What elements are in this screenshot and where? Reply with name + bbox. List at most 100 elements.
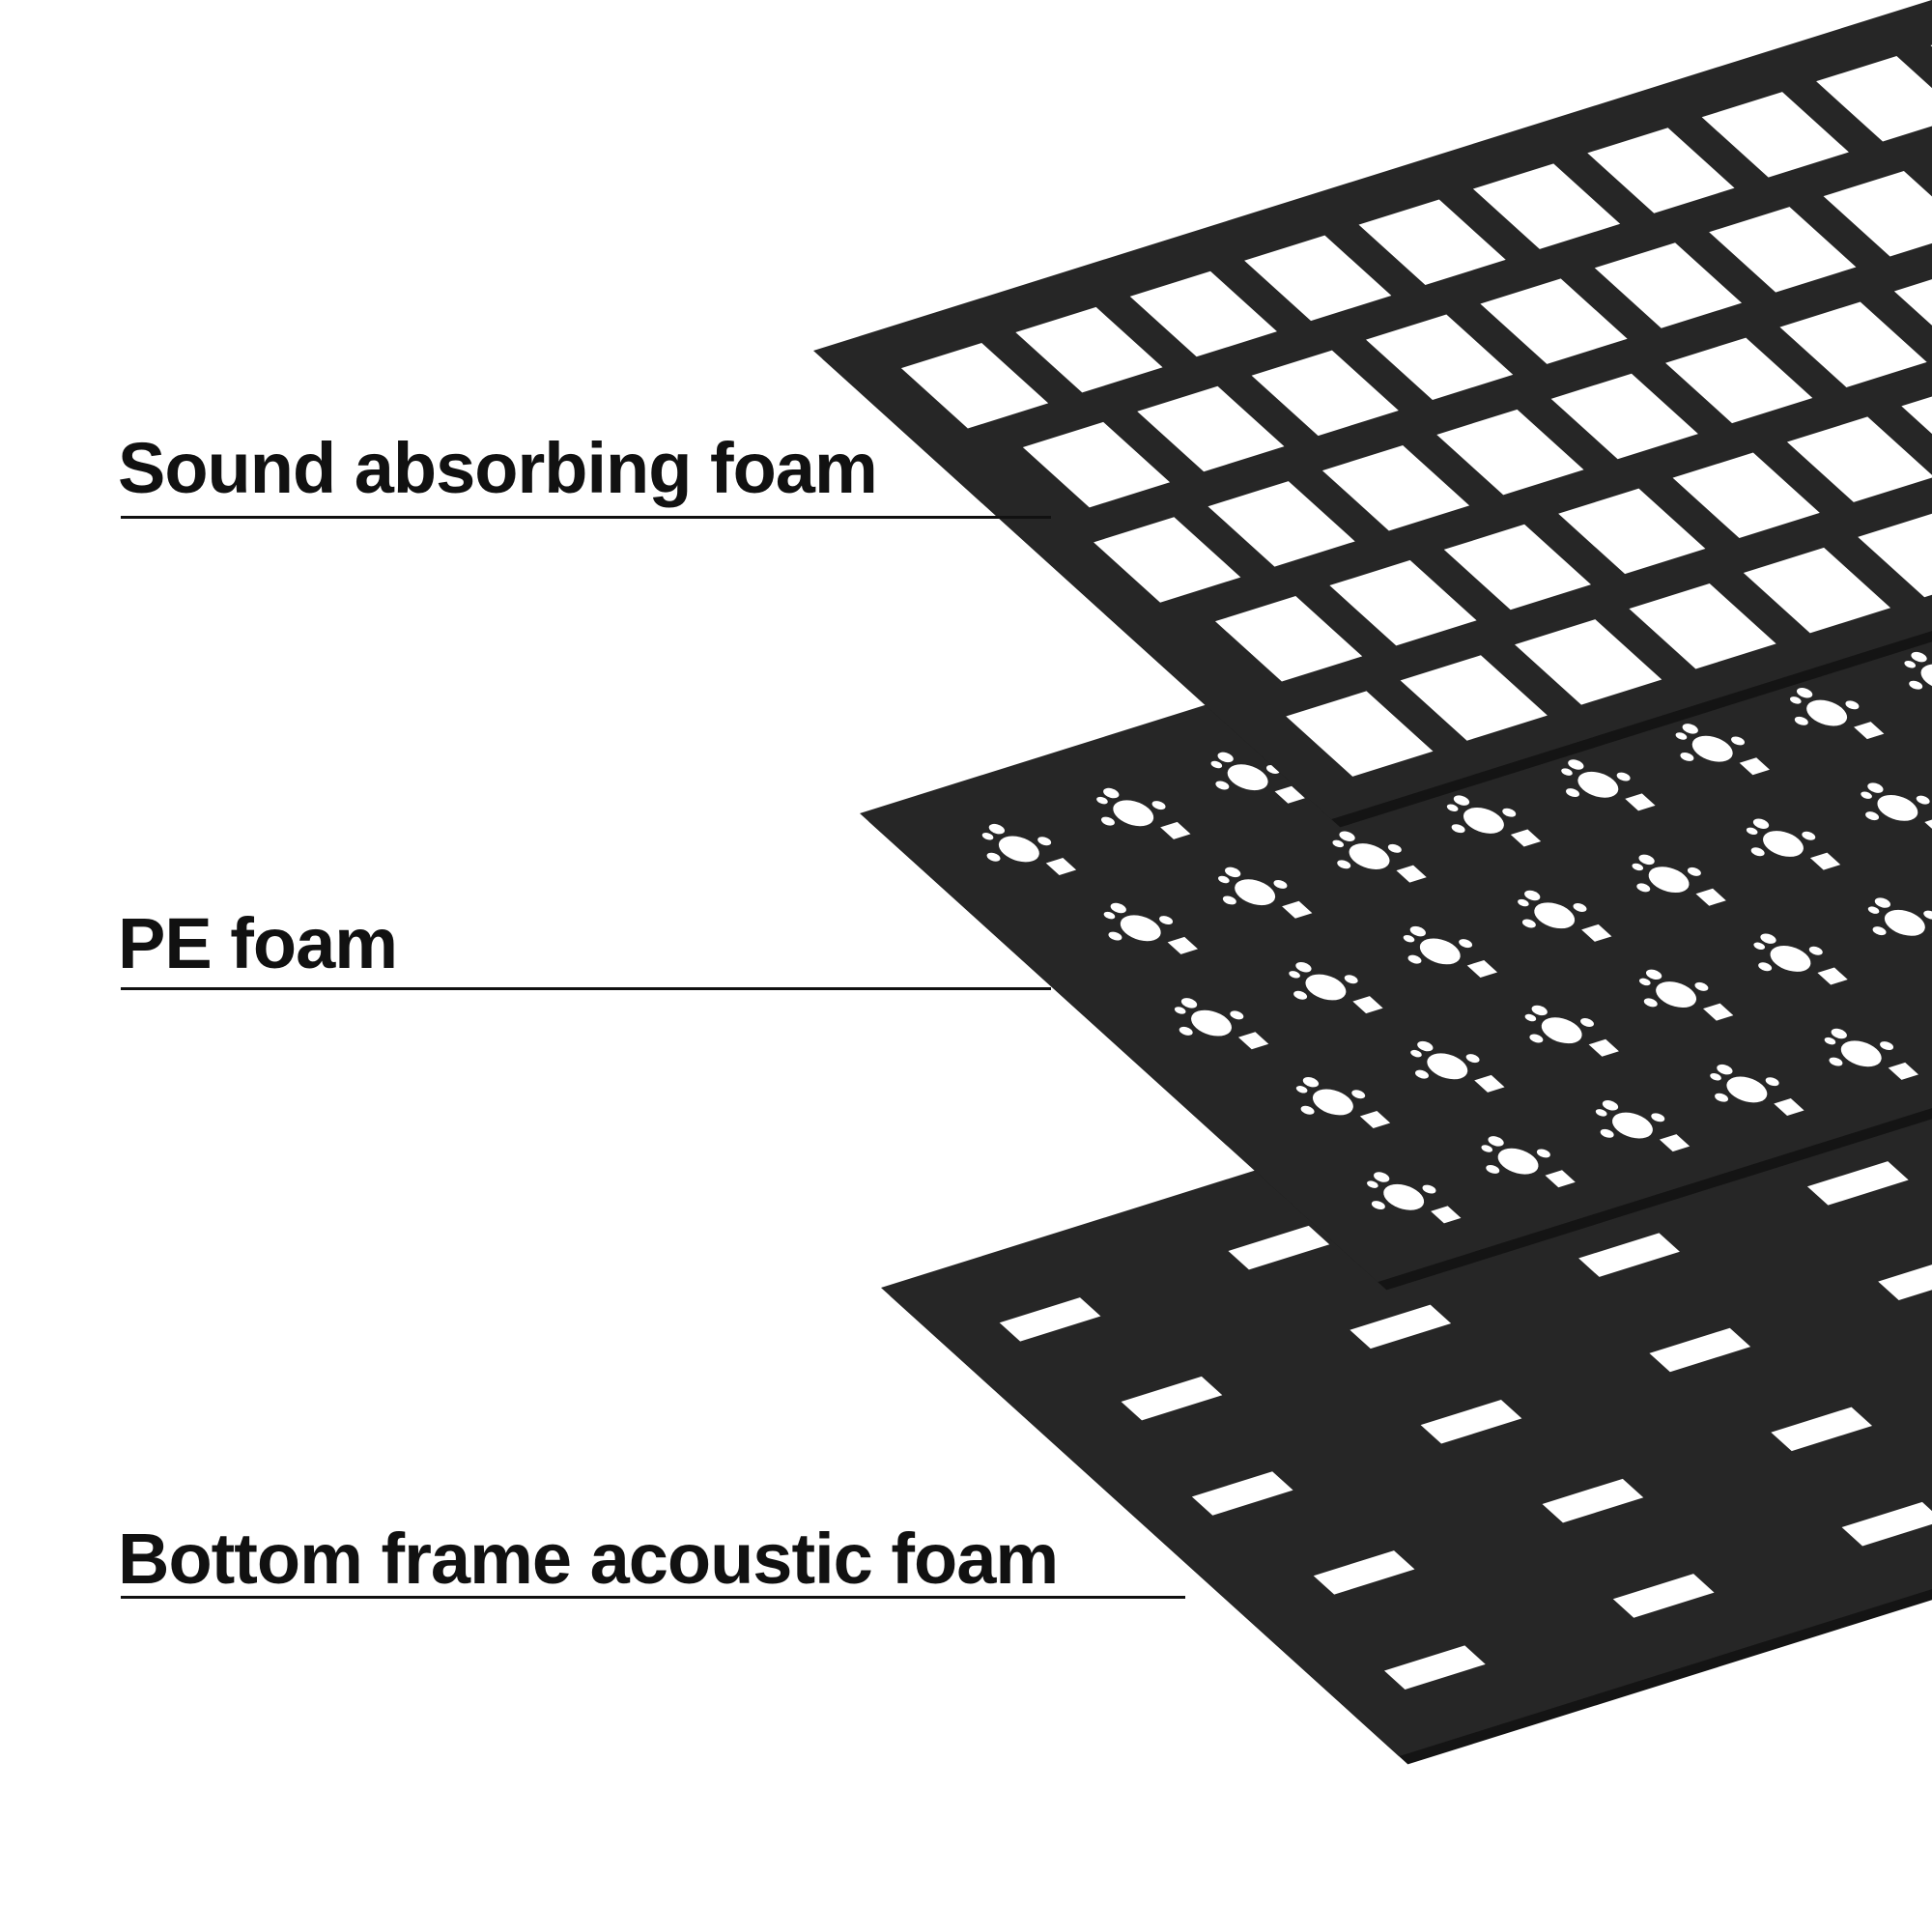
switch-cutout: [1286, 691, 1434, 777]
switch-cutout: [1137, 385, 1285, 472]
frame-cutout: [999, 1297, 1101, 1342]
pcb-hole: [1427, 1053, 1468, 1080]
pcb-slot: [1474, 1074, 1505, 1093]
pcb-hole: [1453, 795, 1470, 806]
pcb-hole: [1179, 1026, 1193, 1036]
pcb-hole: [1218, 875, 1230, 884]
pcb-hole: [1215, 781, 1230, 790]
pcb-hole: [1600, 1128, 1614, 1138]
pcb-hole: [1789, 696, 1802, 704]
pcb-hole: [1524, 890, 1541, 901]
plate-surface: [813, 0, 1932, 820]
pcb-hole: [1710, 1073, 1721, 1081]
pcb-hole: [1531, 1005, 1548, 1016]
pcb-hole: [1534, 902, 1576, 929]
switch-cutout: [1472, 163, 1621, 249]
switch-cutout: [1400, 655, 1548, 741]
pcb-hole: [1645, 969, 1662, 980]
pcb-hole: [1763, 831, 1804, 857]
pcb-hole: [1180, 998, 1198, 1009]
switch-cutout: [1701, 92, 1849, 178]
pcb-slot: [1545, 1170, 1576, 1188]
pcb-hole: [1383, 1183, 1425, 1210]
pcb-hole: [1367, 1180, 1378, 1188]
pcb-hole: [1451, 824, 1465, 834]
pcb-hole: [1694, 981, 1709, 991]
pcb-hole: [1638, 854, 1655, 866]
switch-cutout: [1629, 583, 1776, 669]
pcb-hole: [1332, 839, 1345, 848]
pcb-hole: [1289, 971, 1300, 979]
pcb-hole: [1802, 831, 1816, 840]
pcb-slot: [1282, 900, 1313, 919]
pcb-hole: [1371, 1201, 1385, 1210]
pcb-slot: [1739, 757, 1770, 776]
pcb-hole: [1419, 938, 1461, 965]
pcb-hole: [1656, 981, 1697, 1009]
switch-cutout: [1858, 511, 1932, 598]
frame-cutout: [1542, 1478, 1644, 1523]
leader-line-pe-foam: [121, 987, 1051, 990]
switch-cutout: [1893, 266, 1932, 352]
pcb-hole: [1293, 990, 1308, 1000]
pcb-slot: [1774, 1098, 1804, 1116]
pcb-hole: [1463, 808, 1504, 834]
frame-cutout: [1878, 1256, 1932, 1301]
switch-cutout: [1129, 270, 1277, 357]
pcb-hole: [1753, 942, 1766, 951]
pcb-hole: [1387, 843, 1402, 853]
pcb-hole: [1691, 735, 1733, 762]
switch-cutout: [1358, 199, 1506, 286]
pcb-hole: [1541, 1017, 1582, 1044]
frame-cutout: [1612, 1574, 1715, 1618]
switch-cutout: [1329, 559, 1477, 646]
pcb-hole: [1595, 1109, 1607, 1117]
pcb-slot: [1695, 888, 1726, 906]
leader-line-sound-absorbing-foam: [121, 516, 1051, 519]
pcb-hole: [1465, 1054, 1480, 1064]
pcb-hole: [1602, 1100, 1619, 1111]
pcb-hole: [1865, 811, 1880, 821]
switch-cutout: [1094, 517, 1241, 603]
pcb-hole: [1344, 975, 1358, 984]
switch-cutout: [1443, 524, 1592, 611]
pcb-hole: [1680, 752, 1694, 761]
pcb-hole: [1174, 1007, 1186, 1014]
pcb-hole: [1916, 795, 1930, 805]
switch-cutout: [1587, 128, 1735, 213]
pcb-hole: [1497, 1148, 1539, 1175]
pcb-hole: [1502, 808, 1517, 817]
pcb-hole: [1518, 898, 1529, 907]
pcb-hole: [1446, 804, 1459, 811]
pcb-hole: [1417, 1040, 1434, 1052]
pcb-hole: [1750, 847, 1765, 857]
pcb-hole: [1230, 1010, 1244, 1020]
pcb-hole: [1920, 664, 1932, 691]
pcb-hole: [1872, 926, 1887, 936]
pcb-hole: [1191, 1009, 1232, 1037]
pcb-hole: [1351, 1090, 1366, 1099]
pcb-hole: [1374, 1172, 1390, 1182]
pcb-hole: [988, 823, 1006, 835]
pcb-hole: [1295, 962, 1312, 973]
pcb-hole: [1151, 801, 1166, 810]
pcb-slot: [1160, 821, 1191, 839]
pcb-hole: [1880, 1041, 1894, 1051]
pcb-hole: [1337, 860, 1351, 869]
switch-cutout: [1214, 596, 1363, 682]
pcb-hole: [1651, 1113, 1665, 1122]
pcb-hole: [1110, 902, 1126, 914]
pcb-hole: [1636, 883, 1651, 893]
pcb-hole: [1806, 699, 1848, 726]
pcb-hole: [1227, 764, 1268, 791]
frame-cutout: [1313, 1550, 1415, 1595]
pcb-hole: [1911, 651, 1927, 663]
pcb-hole: [981, 833, 994, 840]
pcb-hole: [1305, 974, 1347, 1001]
pcb-hole: [1415, 1069, 1429, 1079]
pcb-hole: [1481, 1145, 1493, 1152]
pcb-slot: [1625, 793, 1656, 811]
pcb-hole: [1616, 772, 1631, 781]
switch-cutout: [900, 343, 1049, 429]
pcb-slot: [1809, 852, 1841, 870]
